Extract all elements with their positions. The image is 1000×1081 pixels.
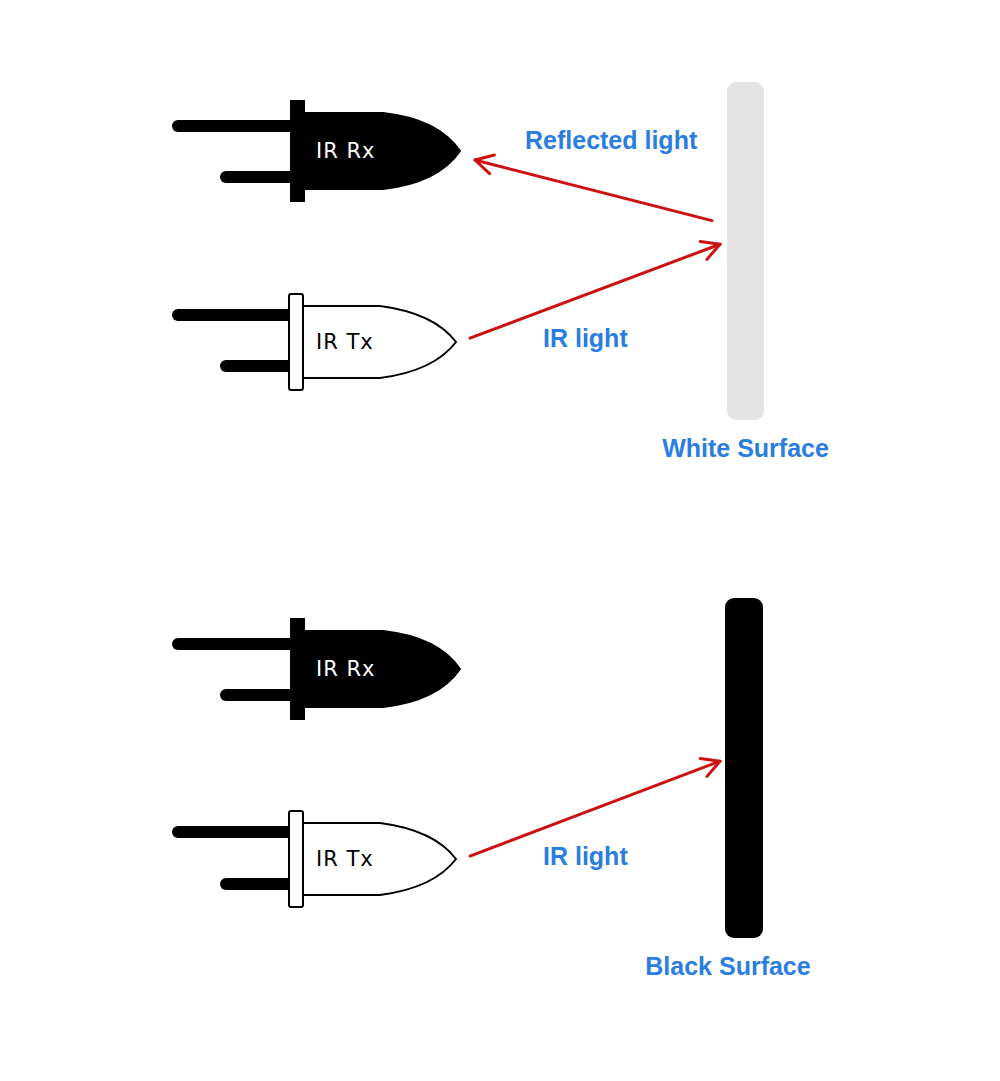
component-label: IR Tx	[316, 847, 374, 871]
surface-label: Black Surface	[645, 952, 810, 981]
emitter-body	[303, 823, 456, 895]
component-outline	[727, 82, 764, 420]
ray-label: Reflected light	[522, 126, 700, 155]
lead-wire	[178, 309, 292, 321]
ray-label: IR light	[540, 324, 631, 353]
light-ray	[475, 155, 712, 221]
receiver-body	[291, 101, 460, 201]
ray-label: IR light	[540, 842, 631, 871]
ray-line	[475, 160, 712, 221]
emitter-flange	[289, 294, 303, 390]
lead-wire	[226, 689, 292, 701]
emitter-body	[303, 306, 456, 378]
receiver-led: IR Rx	[288, 619, 460, 719]
component-outline	[725, 598, 763, 938]
surface-bar	[727, 82, 764, 420]
receiver-led: IR Rx	[288, 101, 460, 201]
arrow-head	[700, 241, 720, 259]
lead-wire	[178, 826, 292, 838]
lead-wire	[226, 171, 292, 183]
emitter-led: IR Tx	[288, 293, 458, 391]
emitter-flange	[289, 811, 303, 907]
emitter-led: IR Tx	[288, 810, 458, 908]
surface-label: White Surface	[662, 434, 829, 463]
component-label: IR Tx	[316, 330, 374, 354]
lead-wire	[178, 120, 292, 132]
surface-bar	[725, 598, 763, 938]
arrow-head	[700, 758, 720, 776]
lead-wire	[226, 878, 292, 890]
lead-wire	[178, 638, 292, 650]
arrow-head	[475, 155, 494, 174]
receiver-body	[291, 619, 460, 719]
surface: White Surface	[727, 82, 764, 420]
lead-wire	[226, 360, 292, 372]
component-label: IR Rx	[316, 657, 375, 681]
component-label: IR Rx	[316, 139, 375, 163]
surface: Black Surface	[725, 598, 763, 938]
